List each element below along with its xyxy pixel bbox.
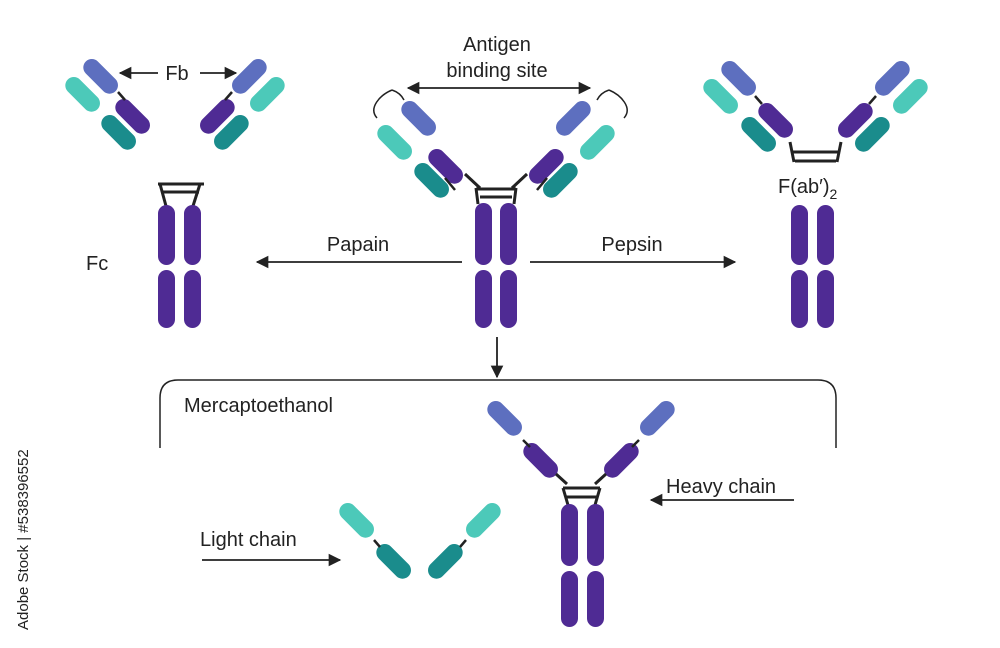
light-chain-label: Light chain <box>200 529 297 551</box>
fab2-label-base: F(ab′) <box>778 176 830 198</box>
heavy-chain-dimer <box>487 401 675 627</box>
pepsin-fab2-left-arm <box>703 61 793 152</box>
intact-antibody-hinge <box>474 187 518 205</box>
pepsin-fab2-right-arm <box>838 61 928 152</box>
pepsin-fab2-fragment <box>703 61 928 163</box>
intact-antibody: Antigen binding site <box>373 34 628 328</box>
fab2-label: F(ab′)2 <box>778 176 838 202</box>
intact-antibody-fc-region <box>475 203 517 328</box>
light-chain-left <box>339 503 411 579</box>
heavy-chain-label: Heavy chain <box>666 476 776 498</box>
pepsin-fc-remnant <box>791 205 834 328</box>
pepsin-label: Pepsin <box>601 234 662 256</box>
papain-fab-right <box>200 59 285 150</box>
fb-label: Fb <box>165 63 188 85</box>
antigen-label-line2: binding site <box>446 60 547 82</box>
antigen-site-brackets <box>373 89 628 119</box>
intact-antibody-right-arm <box>510 101 615 198</box>
antigen-label-line1: Antigen <box>463 34 531 56</box>
intact-antibody-left-arm <box>377 101 482 198</box>
papain-fab-left <box>65 59 150 150</box>
papain-label: Papain <box>327 234 389 256</box>
fab2-label-subscript: 2 <box>830 186 838 202</box>
mercaptoethanol-label: Mercaptoethanol <box>184 395 333 417</box>
papain-fc-fragment <box>158 182 204 328</box>
light-chain-right <box>428 503 501 579</box>
fc-label: Fc <box>86 253 108 275</box>
mercaptoethanol-bracket <box>159 379 837 448</box>
stock-watermark: Adobe Stock | #538396552 <box>15 449 32 630</box>
